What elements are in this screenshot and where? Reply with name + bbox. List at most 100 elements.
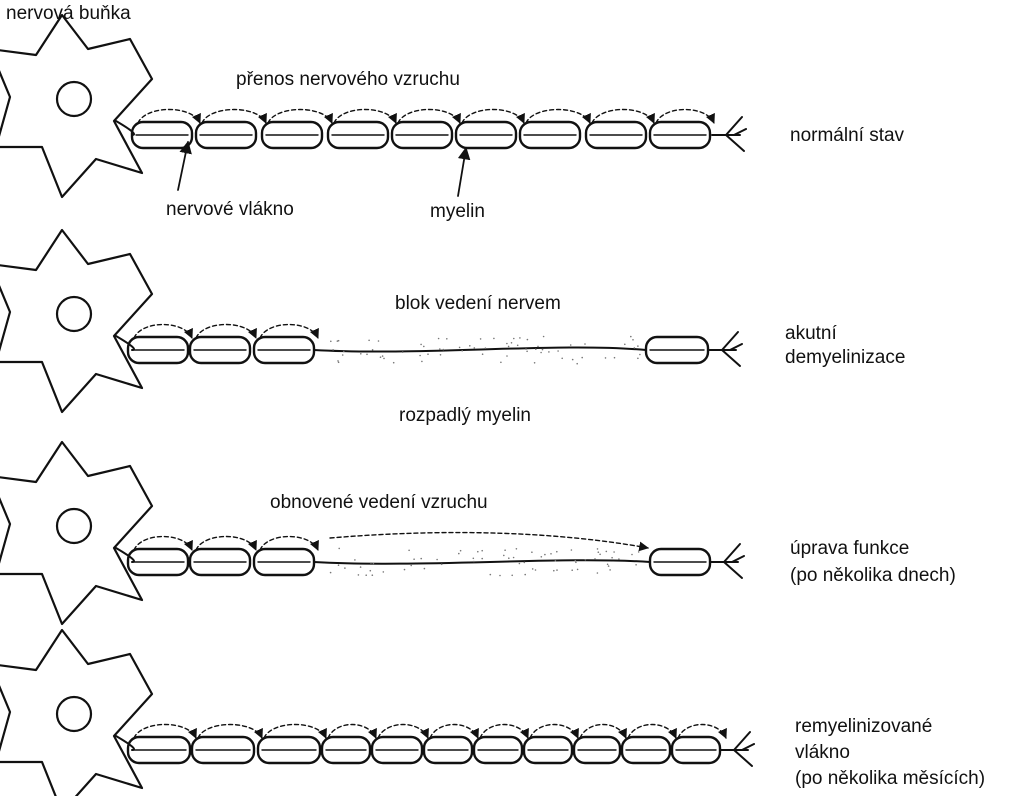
myelin-debris (410, 565, 412, 567)
myelin-debris (469, 345, 471, 347)
myelin-debris (332, 349, 334, 351)
myelin-debris (459, 347, 461, 349)
nucleus (57, 297, 91, 331)
myelin-debris (508, 557, 510, 559)
myelin-debris (557, 350, 559, 352)
myelin-debris (527, 339, 529, 341)
myelin-debris (635, 564, 637, 566)
axon-terminal (712, 117, 746, 151)
myelin-debris (370, 562, 372, 564)
myelin-debris (534, 362, 536, 364)
stage-recovery-label-2: (po několika dnech) (790, 564, 956, 587)
myelin-debris (548, 351, 550, 353)
myelin-debris (638, 551, 640, 553)
myelin-debris (541, 556, 543, 558)
myelin-debris (613, 551, 615, 553)
myelin-debris (338, 362, 340, 364)
myelin-debris (605, 357, 607, 359)
myelin-debris (519, 563, 521, 565)
myelin-debris (525, 348, 527, 350)
myelin-debris (372, 349, 374, 351)
myelin-debris (611, 557, 613, 559)
myelin-debris (594, 558, 596, 560)
stage-recovery-label-1: úprava funkce (790, 537, 909, 560)
myelin-debris (420, 558, 422, 560)
nerve-cell-body (0, 230, 152, 412)
myelin-debris (503, 555, 505, 557)
axon-terminal (708, 332, 742, 366)
myelin-debris (526, 351, 528, 353)
conduction-block-label: blok vedení nervem (395, 292, 561, 315)
myelin-debris (561, 358, 563, 360)
myelin-debris (481, 550, 483, 552)
myelin-debris (535, 569, 537, 571)
myelin-debris (461, 350, 463, 352)
continuous-conduction-arrow (330, 533, 648, 548)
myelin-debris (572, 359, 574, 361)
myelin-debris (427, 353, 429, 355)
myelin-debris (571, 569, 573, 571)
myelin-debris (524, 574, 526, 576)
myelin-debris (382, 355, 384, 357)
myelin-debris (366, 354, 368, 356)
myelin-debris (446, 338, 448, 340)
myelin-debris (584, 343, 586, 345)
myelin-debris (443, 349, 445, 351)
myelin-debris (576, 363, 578, 365)
myelin-debris (473, 561, 475, 563)
myelin-debris (474, 347, 476, 349)
myelin-debris (609, 569, 611, 571)
myelin-debris (358, 574, 360, 576)
myelin-debris (500, 362, 502, 364)
impulse-transmission-label: přenos nervového vzruchu (236, 68, 460, 91)
myelin-debris (344, 567, 346, 569)
myelin-debris (440, 354, 442, 356)
myelin-debris (570, 344, 572, 346)
myelin-debris (477, 551, 479, 553)
myelin-debris (608, 565, 610, 567)
myelin-debris (338, 548, 340, 550)
myelin-debris (555, 560, 557, 562)
nucleus (57, 509, 91, 543)
myelin-debris (420, 344, 422, 346)
myelin-debris (337, 360, 339, 362)
myelin-debris (508, 346, 510, 348)
myelin-debris (581, 357, 583, 359)
myelin-debris (513, 557, 515, 559)
myelin-debris (531, 551, 533, 553)
myelin-debris (338, 564, 340, 566)
myelin-debris (577, 569, 579, 571)
myelin-debris (413, 558, 415, 560)
stage-normal-label: normální stav (790, 124, 904, 147)
myelin-debris (360, 566, 362, 568)
myelin-debris (553, 570, 555, 572)
myelin-debris (544, 554, 546, 556)
stage-acute-label-1: akutní (785, 322, 837, 345)
myelin-debris (438, 338, 440, 340)
myelin-debris (480, 338, 482, 340)
stage-acute-label-2: demyelinizace (785, 346, 905, 369)
myelin-debris (535, 348, 537, 350)
demyelinated-axon (314, 560, 650, 563)
nerve-fiber-label: nervové vlákno (166, 198, 294, 221)
neuron-row-acute (0, 230, 742, 412)
myelin-debris (343, 351, 345, 353)
nerve-cell-body (0, 15, 152, 197)
myelin-debris (424, 568, 426, 570)
myelin-debris (624, 344, 626, 346)
myelin-debris (493, 338, 495, 340)
myelin-debris (630, 336, 632, 338)
myelin-debris (513, 338, 515, 340)
myelin-debris (378, 340, 380, 342)
myelin-debris (537, 346, 539, 348)
myelin-debris (599, 554, 601, 556)
myelin-debris (460, 550, 462, 552)
myelin-debris (606, 551, 608, 553)
myelin-debris (421, 361, 423, 363)
myelin-debris (337, 340, 339, 342)
myelin-debris (516, 548, 518, 550)
neuron-row-remyelinated (0, 630, 754, 796)
myelin-pointer (458, 148, 466, 196)
myelin-debris (473, 558, 475, 560)
myelin-debris (637, 345, 639, 347)
